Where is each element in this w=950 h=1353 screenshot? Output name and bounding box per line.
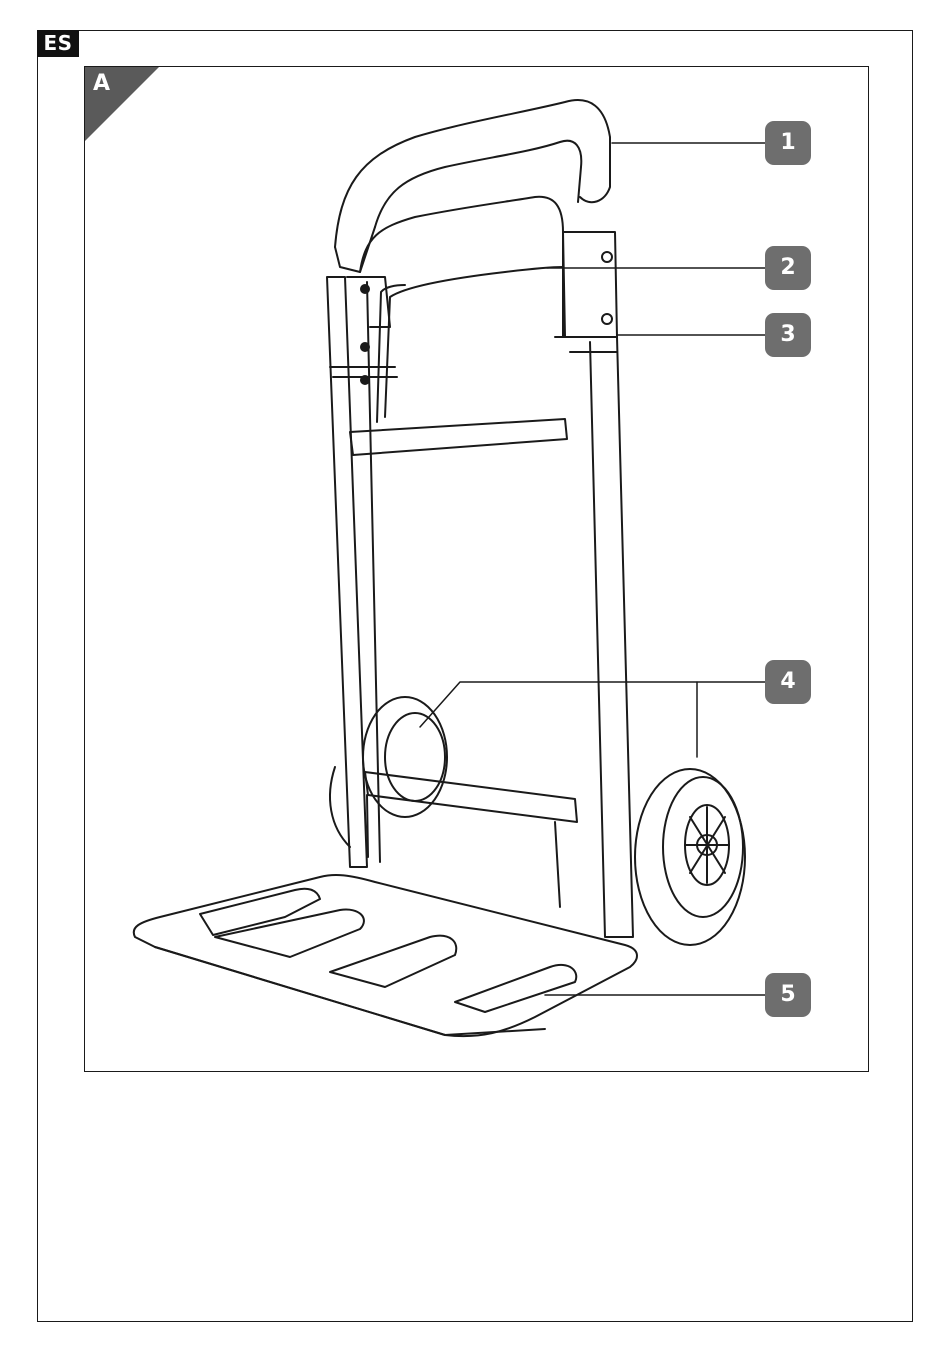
callout-1: 1 xyxy=(765,121,811,165)
frame-illustration xyxy=(327,232,633,937)
handle-illustration xyxy=(335,100,610,272)
leader-lines xyxy=(420,143,765,995)
wheels-illustration xyxy=(330,697,745,945)
language-tab: ES xyxy=(37,30,79,57)
figure-frame: A xyxy=(84,66,869,1072)
callout-3: 3 xyxy=(765,313,811,357)
hand-truck-illustration xyxy=(85,67,869,1072)
callout-5: 5 xyxy=(765,973,811,1017)
platform-illustration xyxy=(134,875,637,1036)
callout-2: 2 xyxy=(765,246,811,290)
callout-4: 4 xyxy=(765,660,811,704)
folding-bracket-illustration xyxy=(360,197,563,422)
